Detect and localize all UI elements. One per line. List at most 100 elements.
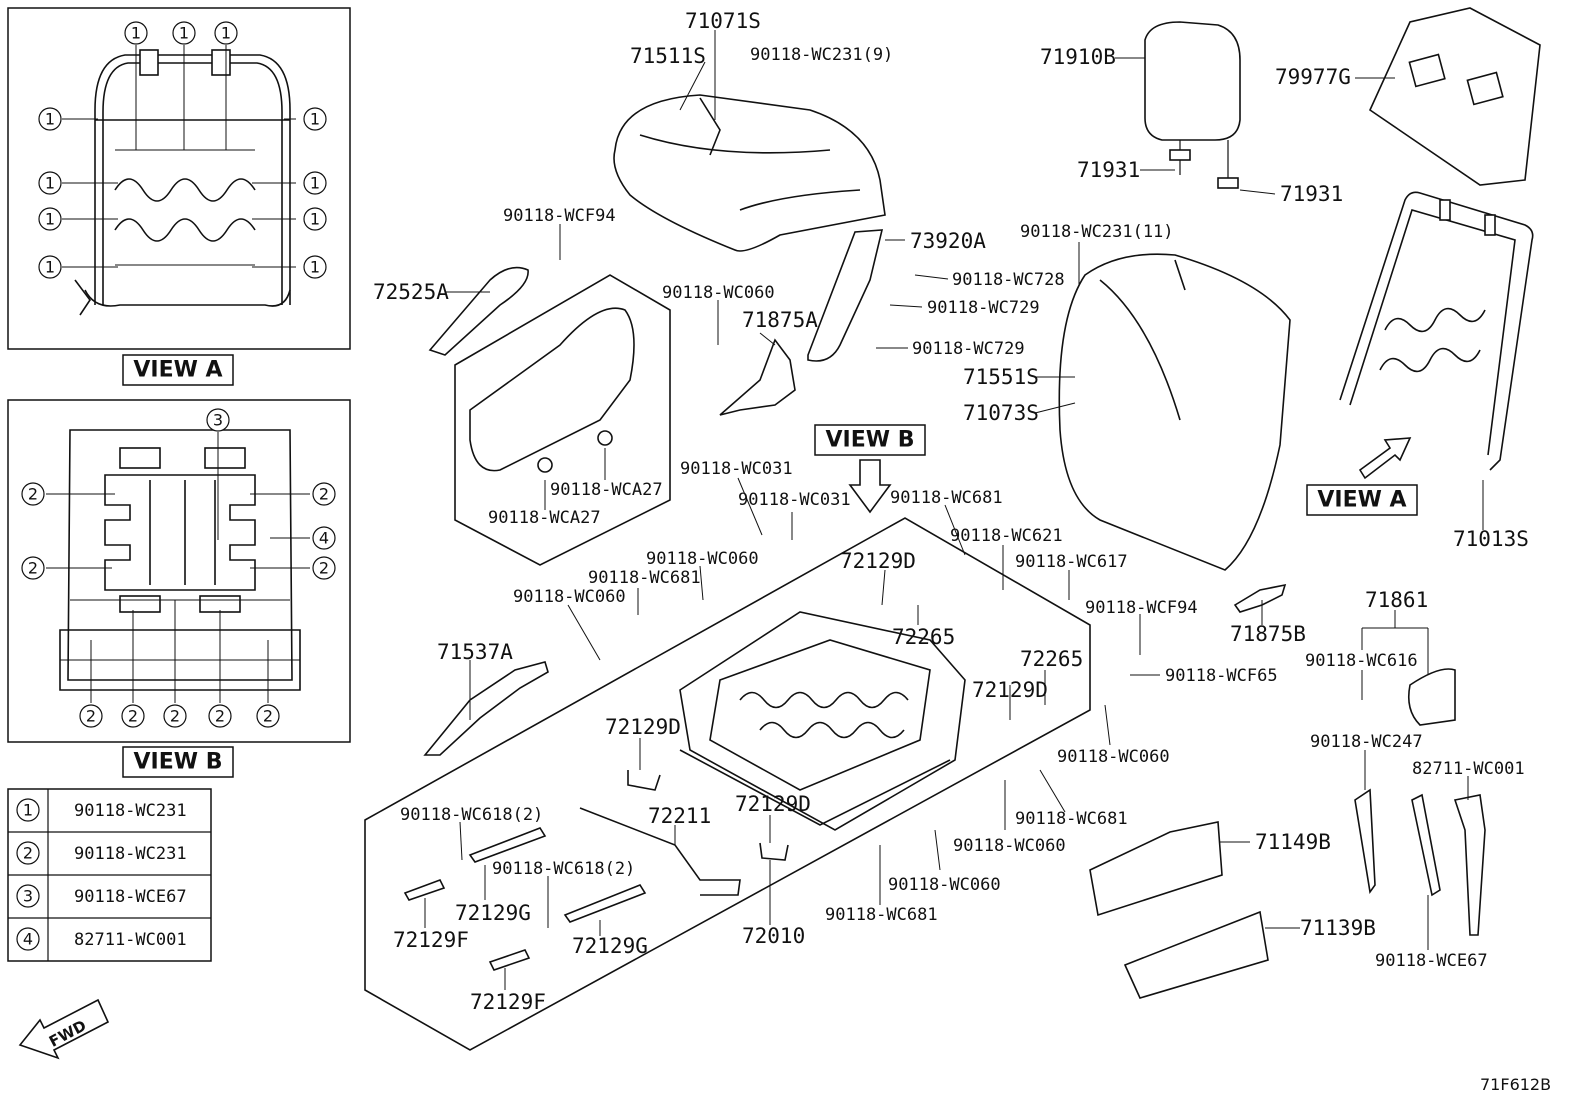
seat-cushion-cover (613, 94, 886, 252)
tie-90118-WCE67 (1411, 793, 1441, 897)
view-b-arrow-label: VIEW B (814, 424, 926, 456)
label-90118-WC060-c: 90118-WC060 (513, 587, 626, 607)
label-90118-WC618-2-a: 90118-WC618(2) (400, 805, 543, 825)
svg-text:4: 4 (319, 529, 329, 548)
label-72129G-b: 72129G (572, 934, 648, 958)
label-90118-WC031-b: 90118-WC031 (738, 490, 851, 510)
svg-text:VIEW B: VIEW B (134, 750, 223, 775)
seat-adjuster-frame (679, 611, 966, 831)
svg-text:1: 1 (310, 174, 320, 193)
svg-text:2: 2 (263, 707, 273, 726)
view-a-arrow-label: VIEW A (1306, 484, 1418, 516)
seatback-cover (1058, 253, 1291, 571)
svg-text:90118-WC231: 90118-WC231 (74, 844, 187, 864)
rail-72129F-b (488, 949, 531, 971)
label-90118-WC060-f: 90118-WC060 (888, 875, 1001, 895)
label-72265-b: 72265 (1020, 647, 1083, 671)
label-71931-a: 71931 (1077, 158, 1140, 182)
view-b-title: VIEW B (122, 746, 234, 778)
svg-text:3: 3 (213, 411, 223, 430)
label-71149B: 71149B (1255, 830, 1331, 854)
label-73920A: 73920A (910, 229, 986, 253)
svg-text:2: 2 (86, 707, 96, 726)
label-72129D-a: 72129D (840, 549, 916, 573)
label-90118-WC231-11: 90118-WC231(11) (1020, 222, 1174, 242)
label-71551S: 71551S (963, 365, 1039, 389)
view-a-callout: 1 (303, 207, 327, 231)
legend-row: 1 90118-WC231 (16, 798, 187, 822)
label-71931-b: 71931 (1280, 182, 1343, 206)
svg-text:2: 2 (215, 707, 225, 726)
label-72265-a: 72265 (892, 625, 955, 649)
label-82711-WC001: 82711-WC001 (1412, 759, 1525, 779)
clip-82711-WC001 (1453, 794, 1486, 936)
label-90118-WC247: 90118-WC247 (1310, 732, 1423, 752)
clip-72129D-b (627, 770, 661, 791)
svg-text:82711-WC001: 82711-WC001 (74, 930, 187, 950)
svg-text:1: 1 (310, 210, 320, 229)
svg-text:1: 1 (45, 174, 55, 193)
label-90118-WC681-d: 90118-WC681 (825, 905, 938, 925)
leader-lines (424, 30, 1484, 990)
view-b-callout: 3 (206, 408, 230, 432)
svg-text:2: 2 (319, 559, 329, 578)
label-71139B: 71139B (1300, 916, 1376, 940)
label-72129D-c: 72129D (605, 715, 681, 739)
view-b-callout: 2 (163, 704, 187, 728)
view-a-inset: 1 1 1 1 1 1 1 1 1 1 1 (7, 7, 351, 350)
label-71511S: 71511S (630, 44, 706, 68)
diagram-id: 71F612B (1480, 1075, 1551, 1094)
fwd-arrow-icon: FWD (18, 998, 110, 1060)
label-72129G-a: 72129G (455, 901, 531, 925)
view-a-callout: 1 (303, 255, 327, 279)
svg-text:1: 1 (45, 258, 55, 277)
label-90118-WCF94-b: 90118-WCF94 (1085, 598, 1198, 618)
view-a-callout: 1 (124, 21, 148, 45)
svg-text:VIEW A: VIEW A (133, 358, 222, 383)
label-90118-WC031-a: 90118-WC031 (680, 459, 793, 479)
svg-text:1: 1 (23, 801, 33, 820)
view-a-callout: 1 (38, 255, 62, 279)
view-a-arrow-icon (1358, 437, 1412, 480)
label-90118-WC617: 90118-WC617 (1015, 552, 1128, 572)
side-shield (807, 229, 884, 362)
label-72525A: 72525A (373, 280, 449, 304)
svg-text:2: 2 (170, 707, 180, 726)
label-71073S: 71073S (963, 401, 1039, 425)
label-71013S: 71013S (1453, 527, 1529, 551)
view-a-callout: 1 (38, 171, 62, 195)
view-b-callout: 2 (256, 704, 280, 728)
label-71910B: 71910B (1040, 45, 1116, 69)
label-90118-WC060-b: 90118-WC060 (646, 549, 759, 569)
label-90118-WCE67: 90118-WCE67 (1375, 951, 1488, 971)
svg-text:VIEW A: VIEW A (1317, 488, 1406, 513)
view-b-callout: 4 (312, 526, 336, 550)
recliner-cover (428, 266, 529, 356)
label-90118-WC060-d: 90118-WC060 (1057, 747, 1170, 767)
view-a-callout: 1 (303, 107, 327, 131)
view-b-callout: 2 (312, 556, 336, 580)
view-a-callout: 1 (303, 171, 327, 195)
label-71537A: 71537A (437, 640, 513, 664)
svg-text:2: 2 (28, 485, 38, 504)
rail-72129G-a (468, 827, 547, 863)
svg-text:VIEW B: VIEW B (826, 428, 915, 453)
torsion-bar-72211 (579, 807, 741, 896)
view-a-callout: 1 (214, 21, 238, 45)
label-90118-WCF94-a: 90118-WCF94 (503, 206, 616, 226)
label-90118-WC616: 90118-WC616 (1305, 651, 1418, 671)
label-72211: 72211 (648, 804, 711, 828)
label-90118-WCA27-a: 90118-WCA27 (550, 480, 663, 500)
view-a-callout: 1 (38, 107, 62, 131)
label-71875B: 71875B (1230, 622, 1306, 646)
svg-text:1: 1 (45, 210, 55, 229)
svg-text:90118-WC231: 90118-WC231 (74, 801, 187, 821)
label-72129D-d: 72129D (735, 792, 811, 816)
seat-adjuster-detail-box (454, 274, 671, 566)
svg-text:4: 4 (23, 930, 33, 949)
rail-72129F-a (403, 879, 446, 901)
trim-cover-71149B (1089, 821, 1223, 917)
